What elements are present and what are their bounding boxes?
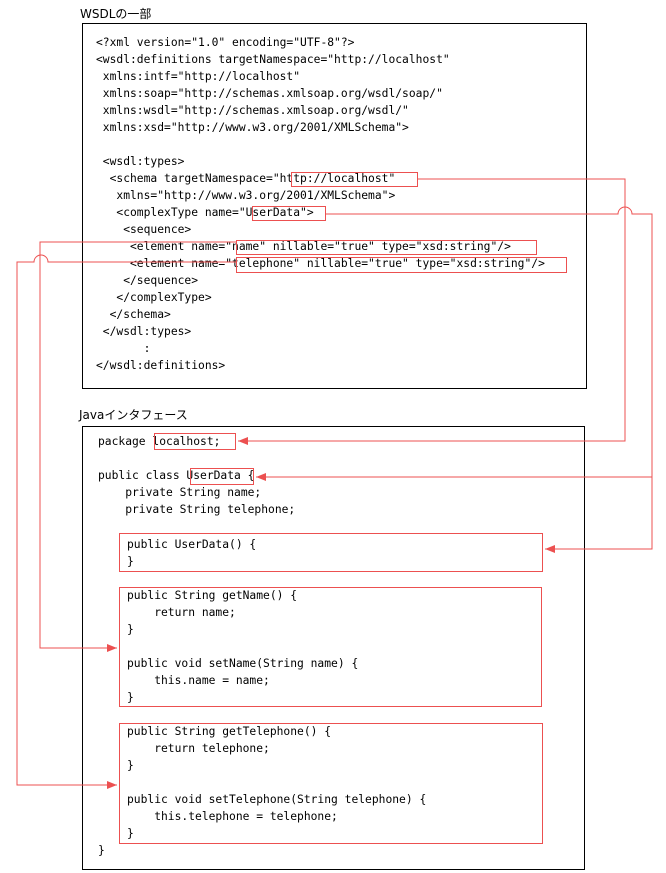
wsdl-code-line: xmlns:soap="http://schemas.xmlsoap.org/w… xyxy=(96,87,443,100)
wsdl-code-line: </wsdl:definitions> xyxy=(96,359,226,372)
java-class-name-highlight xyxy=(190,468,254,485)
wsdl-code-line: </schema> xyxy=(96,308,171,321)
java-telephone-accessors-highlight xyxy=(119,723,543,844)
java-code-line: public void setTelephone(String telephon… xyxy=(127,793,427,806)
java-name-accessors-highlight xyxy=(119,587,542,707)
wsdl-code-line: <wsdl:definitions targetNamespace="http:… xyxy=(96,53,450,66)
wsdl-code-line: xmlns="http://www.w3.org/2001/XMLSchema"… xyxy=(96,189,396,202)
wsdl-code-line: </sequence> xyxy=(96,274,199,287)
class-closing-brace: } xyxy=(98,844,105,857)
java-code-line xyxy=(98,450,295,467)
java-code-line: this.telephone = telephone; xyxy=(127,810,338,823)
wsdl-element-name-highlight xyxy=(236,240,537,255)
wsdl-code-line: </wsdl:types> xyxy=(96,325,192,338)
wsdl-complextype-name-highlight xyxy=(252,206,326,221)
java-code-line: private String name; xyxy=(98,486,262,499)
java-constructor-highlight xyxy=(119,533,543,572)
wsdl-code-line: xmlns:xsd="http://www.w3.org/2001/XMLSch… xyxy=(96,121,409,134)
wsdl-code-line: <sequence> xyxy=(96,223,192,236)
java-package-highlight xyxy=(154,433,236,450)
wsdl-code-line: : xyxy=(96,342,151,355)
wsdl-code-line: xmlns:wsdl="http://schemas.xmlsoap.org/w… xyxy=(96,104,409,117)
java-code-line: } xyxy=(127,827,134,840)
wsdl-code-line: xmlns:intf="http://localhost" xyxy=(96,70,301,83)
wsdl-code-line: <wsdl:types> xyxy=(96,155,185,168)
wsdl-code-line: </complexType> xyxy=(96,291,212,304)
wsdl-code-line: <?xml version="1.0" encoding="UTF-8"?> xyxy=(96,36,355,49)
wsdl-panel-title: WSDLの一部 xyxy=(80,7,152,21)
wsdl-code-line xyxy=(96,136,545,153)
java-panel-title: Javaインタフェース xyxy=(79,408,188,422)
wsdl-code-block: <?xml version="1.0" encoding="UTF-8"?> <w… xyxy=(96,34,545,374)
java-code-line: private String telephone; xyxy=(98,503,296,516)
wsdl-element-telephone-highlight xyxy=(236,257,567,273)
wsdl-target-namespace-highlight xyxy=(291,172,418,187)
